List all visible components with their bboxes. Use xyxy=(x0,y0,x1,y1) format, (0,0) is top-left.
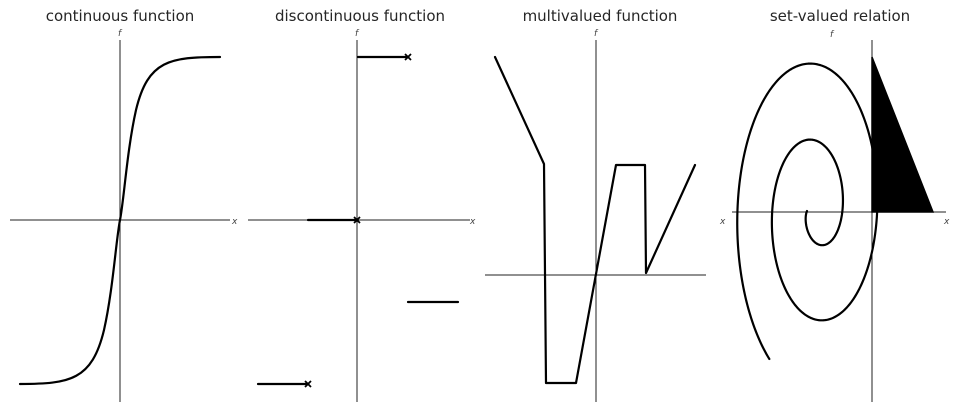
spiral-curve xyxy=(736,62,879,361)
multivalued-plot: f xyxy=(485,29,706,402)
discontinuous-plot: x f xyxy=(248,29,476,402)
open-endpoint-marker xyxy=(304,380,312,388)
x-axis-label: x xyxy=(231,217,238,227)
x-axis-label: x xyxy=(469,217,476,227)
panel-title: continuous function xyxy=(45,7,195,25)
panel-set-valued: set-valued relation x x f xyxy=(719,0,960,412)
set-valued-plot: x x f xyxy=(719,30,950,402)
filled-triangle-region xyxy=(871,56,935,213)
f-axis-label: f xyxy=(594,29,599,39)
panel-multivalued: multivalued function f xyxy=(480,0,720,412)
x-axis-label-left: x xyxy=(719,217,726,227)
panel-discontinuous: discontinuous function x f xyxy=(240,0,480,412)
f-axis-label: f xyxy=(830,30,835,40)
multivalued-curve xyxy=(493,55,697,385)
open-endpoint-marker xyxy=(404,53,412,61)
x-axis-label: x xyxy=(943,217,950,227)
point-marker xyxy=(353,216,361,224)
panel-title: multivalued function xyxy=(522,7,678,25)
panel-title: discontinuous function xyxy=(274,7,446,25)
continuous-plot: x f xyxy=(10,29,238,402)
sigmoid-curve xyxy=(18,55,222,386)
f-axis-label: f xyxy=(355,29,360,39)
panel-continuous: continuous function x f xyxy=(0,0,240,412)
f-axis-label: f xyxy=(118,29,123,39)
panel-title: set-valued relation xyxy=(769,7,911,25)
